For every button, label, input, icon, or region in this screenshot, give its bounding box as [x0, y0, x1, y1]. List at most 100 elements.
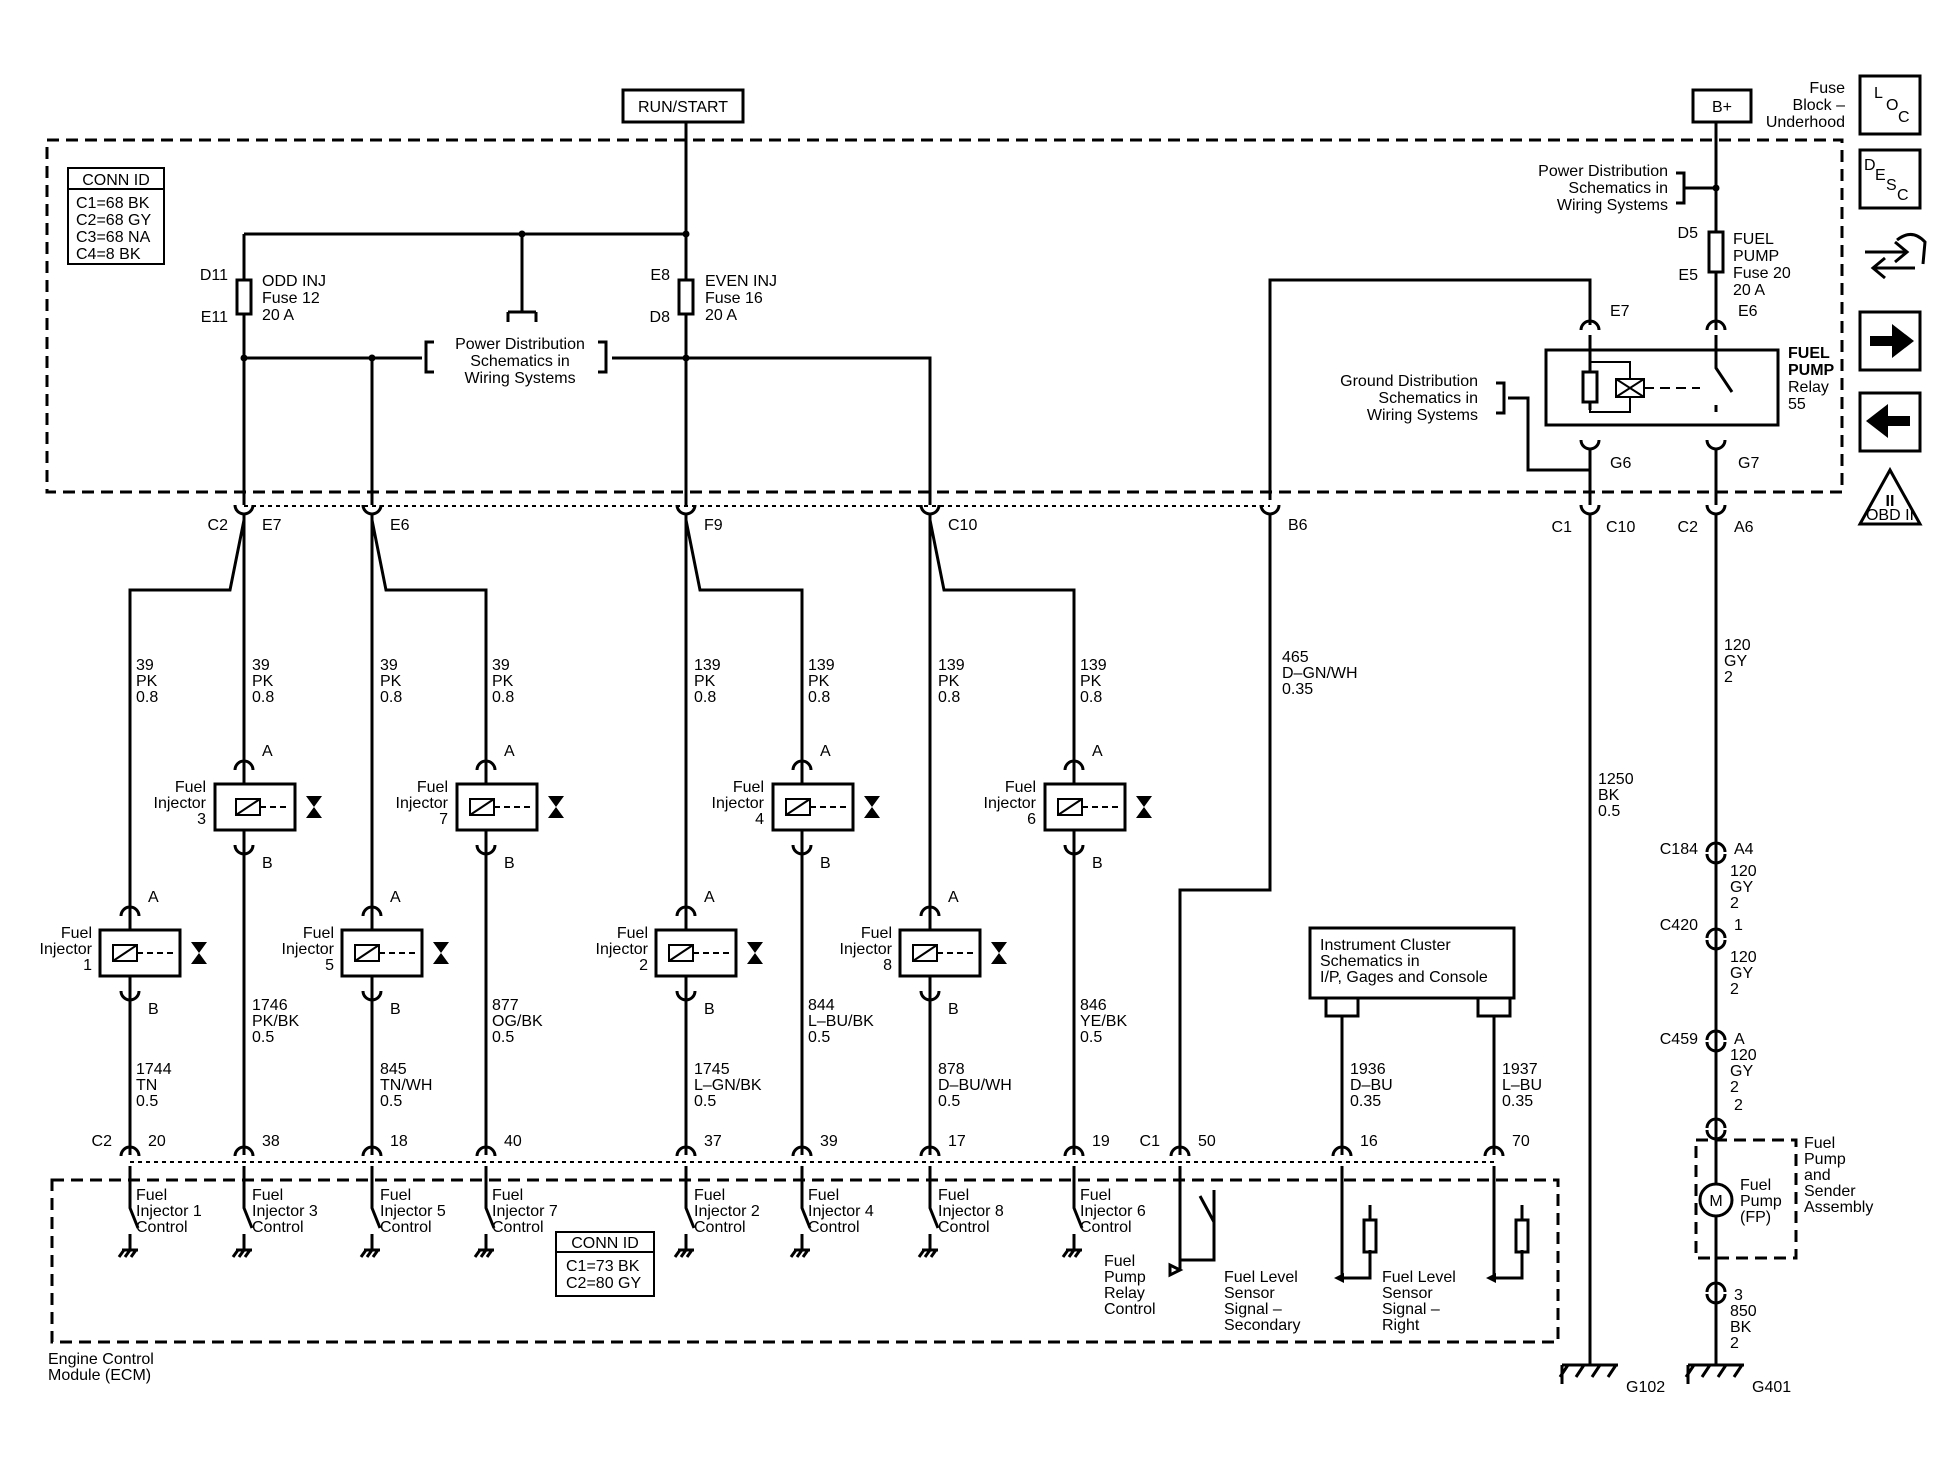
- svg-text:C1=73 BK: C1=73 BK: [566, 1258, 640, 1275]
- svg-text:PK: PK: [492, 673, 514, 690]
- ground-dist-reference[interactable]: Ground Distribution Schematics in Wiring…: [1340, 373, 1478, 424]
- svg-text:139: 139: [1080, 657, 1107, 674]
- svg-text:C2: C2: [208, 517, 229, 534]
- fuel-injector-7: [455, 759, 564, 856]
- svg-text:A: A: [1092, 743, 1103, 760]
- svg-text:465: 465: [1282, 649, 1309, 666]
- svg-text:Fuel: Fuel: [808, 1187, 839, 1204]
- svg-text:Module (ECM): Module (ECM): [48, 1367, 151, 1384]
- svg-text:Control: Control: [1080, 1219, 1132, 1236]
- svg-text:55: 55: [1788, 396, 1806, 413]
- svg-text:0.5: 0.5: [380, 1093, 402, 1110]
- fuel-injector-8: [898, 905, 1007, 1002]
- ecm-name: Engine Control Module (ECM): [48, 1351, 154, 1384]
- svg-text:Injector 1: Injector 1: [136, 1203, 202, 1220]
- run-start-box: [621, 88, 745, 124]
- svg-text:G401: G401: [1752, 1379, 1791, 1396]
- svg-text:E6: E6: [390, 517, 410, 534]
- svg-text:Fuel: Fuel: [417, 779, 448, 796]
- fuel-pump-assembly: M Fuel Pump (FP) Fuel Pump and Sender As…: [1694, 1135, 1873, 1260]
- svg-text:120: 120: [1730, 863, 1757, 880]
- injector-wiring: [128, 515, 1718, 1365]
- svg-text:0.35: 0.35: [1282, 681, 1313, 698]
- svg-text:Injector: Injector: [984, 795, 1037, 812]
- desc-button[interactable]: D E S C: [1858, 148, 1922, 210]
- svg-text:Control: Control: [492, 1219, 544, 1236]
- instrument-cluster-reference[interactable]: Instrument Cluster Schematics in I/P, Ga…: [1308, 926, 1516, 1155]
- svg-text:Injector: Injector: [840, 941, 893, 958]
- svg-text:A6: A6: [1734, 519, 1754, 536]
- svg-text:2: 2: [1730, 1079, 1739, 1096]
- svg-text:1: 1: [83, 957, 92, 974]
- svg-text:II: II: [1886, 493, 1895, 510]
- svg-text:A: A: [704, 889, 715, 906]
- fuel-pump-fuse: D5 E5 FUEL PUMP Fuse 20 20 A: [1678, 225, 1791, 299]
- svg-text:1250: 1250: [1598, 771, 1634, 788]
- svg-text:39: 39: [136, 657, 154, 674]
- svg-text:C: C: [1898, 109, 1910, 126]
- svg-text:Injector: Injector: [282, 941, 335, 958]
- fuel-injector-2: [654, 905, 763, 1002]
- svg-text:B: B: [262, 855, 273, 872]
- svg-text:GY: GY: [1724, 653, 1747, 670]
- svg-text:L–GN/BK: L–GN/BK: [694, 1077, 762, 1094]
- svg-text:39: 39: [492, 657, 510, 674]
- ecm-pin-numbers: 20 38 18 40 37 39 17 19 50 16 70: [148, 1133, 1530, 1150]
- svg-text:Injector: Injector: [596, 941, 649, 958]
- svg-text:0.5: 0.5: [252, 1029, 274, 1046]
- svg-text:18: 18: [390, 1133, 408, 1150]
- even-inj-fuse: E8 D8 EVEN INJ Fuse 16 20 A: [650, 267, 777, 326]
- svg-text:A4: A4: [1734, 841, 1754, 858]
- svg-text:Sender: Sender: [1804, 1183, 1856, 1200]
- svg-text:A: A: [148, 889, 159, 906]
- svg-text:Schematics in: Schematics in: [1378, 390, 1478, 407]
- svg-text:Pump: Pump: [1740, 1193, 1782, 1210]
- svg-text:PK: PK: [938, 673, 960, 690]
- svg-text:Fuel: Fuel: [733, 779, 764, 796]
- svg-text:0.8: 0.8: [136, 689, 158, 706]
- svg-text:Fuse 20: Fuse 20: [1733, 265, 1791, 282]
- svg-text:2: 2: [1730, 895, 1739, 912]
- svg-text:Fuel: Fuel: [136, 1187, 167, 1204]
- svg-text:EVEN INJ: EVEN INJ: [705, 273, 777, 290]
- svg-text:E7: E7: [1610, 303, 1630, 320]
- svg-text:I/P, Gages and Console: I/P, Gages and Console: [1320, 969, 1488, 986]
- power-dist-reference-right[interactable]: Power Distribution Schematics in Wiring …: [1538, 163, 1668, 214]
- run-start-label: RUN/START: [638, 99, 728, 116]
- connector-view-icon[interactable]: [1865, 233, 1927, 280]
- svg-text:19: 19: [1092, 1133, 1110, 1150]
- loc-button[interactable]: L O C: [1858, 74, 1922, 136]
- svg-text:0.8: 0.8: [252, 689, 274, 706]
- svg-text:1936: 1936: [1350, 1061, 1386, 1078]
- svg-text:Fuel: Fuel: [1080, 1187, 1111, 1204]
- svg-text:G102: G102: [1626, 1379, 1665, 1396]
- svg-text:38: 38: [262, 1133, 280, 1150]
- fuel-injector-1: [98, 905, 207, 1002]
- svg-text:B: B: [390, 1001, 401, 1018]
- svg-text:CONN ID: CONN ID: [571, 1235, 639, 1252]
- svg-text:C4=8 BK: C4=8 BK: [76, 246, 141, 263]
- svg-text:C2=80 GY: C2=80 GY: [566, 1275, 641, 1292]
- bplus-box: [1691, 88, 1753, 124]
- svg-text:C1=68 BK: C1=68 BK: [76, 195, 150, 212]
- next-page-button[interactable]: [1858, 310, 1922, 372]
- svg-text:20: 20: [148, 1133, 166, 1150]
- svg-text:FUEL: FUEL: [1733, 231, 1774, 248]
- svg-text:7: 7: [439, 811, 448, 828]
- svg-text:B: B: [820, 855, 831, 872]
- obd-ii-icon: II OBD II: [1857, 466, 1923, 526]
- svg-text:Ground Distribution: Ground Distribution: [1340, 373, 1478, 390]
- svg-text:C10: C10: [948, 517, 977, 534]
- svg-text:Signal –: Signal –: [1224, 1301, 1282, 1318]
- svg-text:Fuse 16: Fuse 16: [705, 290, 763, 307]
- svg-text:Sensor: Sensor: [1382, 1285, 1433, 1302]
- svg-text:0.5: 0.5: [1598, 803, 1620, 820]
- power-dist-reference-center[interactable]: Power Distribution Schematics in Wiring …: [455, 336, 585, 387]
- svg-text:Injector: Injector: [396, 795, 449, 812]
- previous-page-button[interactable]: [1858, 391, 1922, 453]
- svg-text:GY: GY: [1730, 965, 1753, 982]
- svg-text:Fuel: Fuel: [175, 779, 206, 796]
- svg-text:120: 120: [1724, 637, 1751, 654]
- svg-text:C184: C184: [1660, 841, 1698, 858]
